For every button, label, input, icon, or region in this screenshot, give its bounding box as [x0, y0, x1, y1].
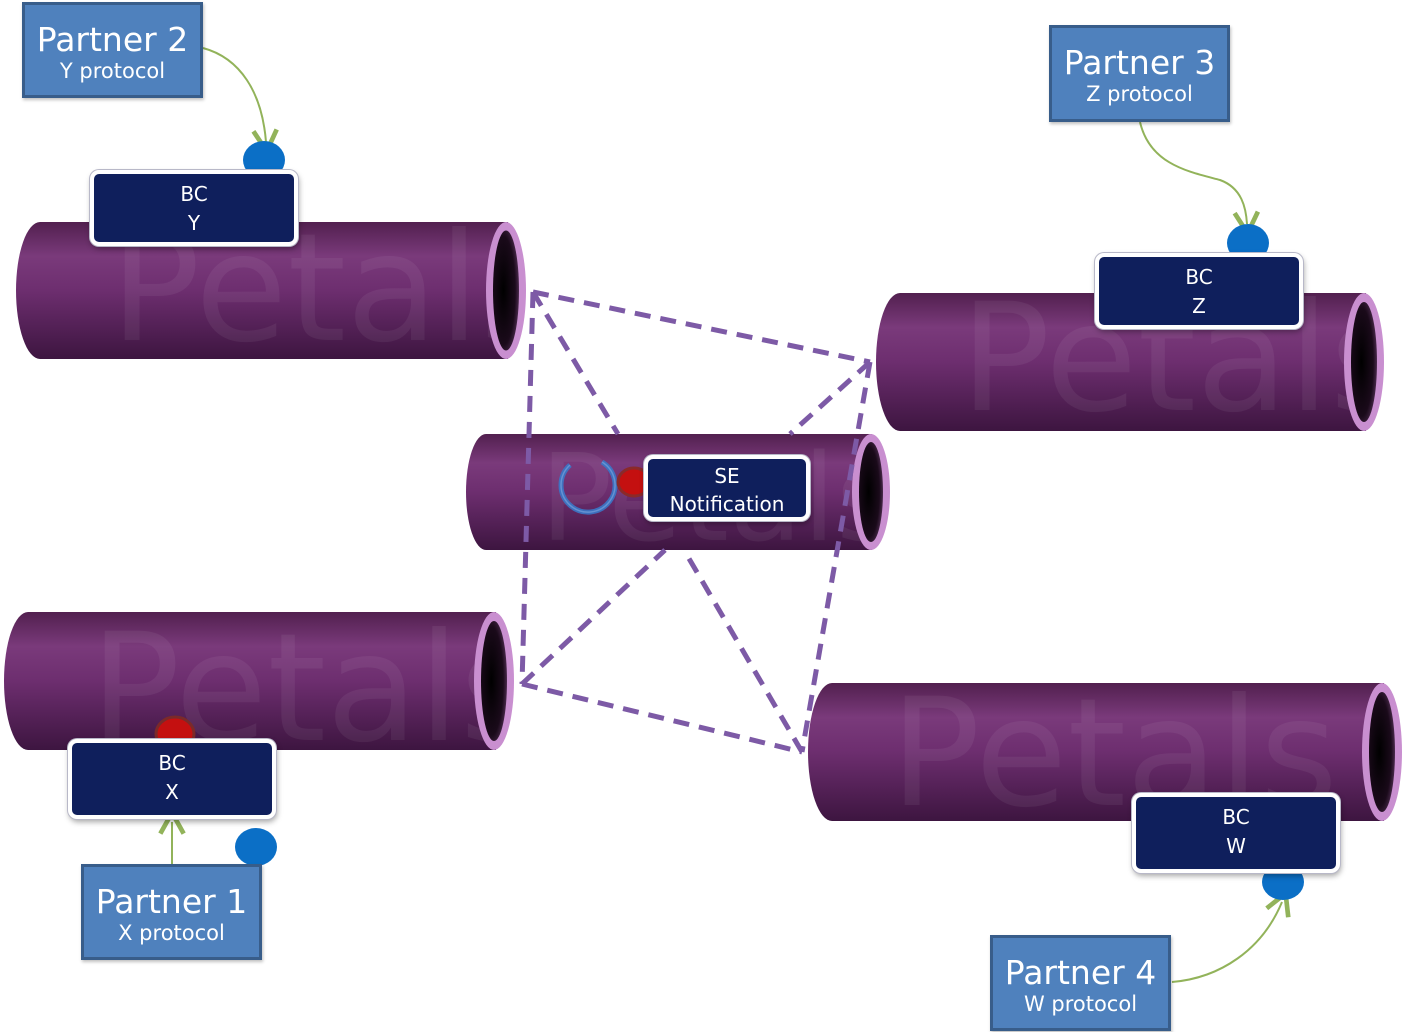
link-y-x — [519, 291, 536, 685]
bc-box-z: BC Z — [1095, 253, 1303, 329]
partner-protocol: X protocol — [118, 921, 225, 945]
link-z-w — [799, 361, 873, 753]
endpoint-dot-icon — [243, 141, 285, 179]
partner-box-4: Partner 4 W protocol — [990, 935, 1171, 1031]
partner-box-2: Partner 2 Y protocol — [22, 2, 203, 98]
partner-name: Partner 3 — [1063, 43, 1216, 82]
bc-box-x: BC X — [68, 739, 276, 819]
endpoint-dot-icon — [235, 828, 277, 866]
partner-name: Partner 4 — [1004, 953, 1157, 992]
component-name: Z — [1192, 294, 1206, 318]
partner-box-3: Partner 3 Z protocol — [1049, 25, 1230, 122]
component-type: BC — [1185, 265, 1213, 289]
component-name: W — [1226, 834, 1246, 858]
component-name: Notification — [669, 492, 785, 516]
arrow-partner4-to-bcw — [1171, 902, 1282, 983]
endpoint-dot-icon — [1262, 864, 1304, 900]
component-type: SE — [714, 464, 740, 488]
partner-protocol: Y protocol — [59, 59, 166, 83]
bus-links — [519, 289, 873, 755]
partner-name: Partner 2 — [36, 20, 189, 59]
arrow-partner3-to-bcz — [1139, 121, 1247, 224]
refresh-cycle-icon — [558, 459, 618, 515]
component-type: BC — [1222, 805, 1250, 829]
component-type: BC — [158, 751, 186, 775]
partner-protocol: W protocol — [1023, 992, 1138, 1016]
partner-protocol: Z protocol — [1086, 82, 1193, 106]
endpoint-dot-icon — [1227, 224, 1269, 262]
bc-box-y: BC Y — [90, 170, 298, 246]
link-x-se — [520, 548, 667, 686]
link-y-se — [530, 290, 621, 436]
link-x-w — [521, 681, 803, 755]
component-type: BC — [180, 182, 208, 206]
partner-box-1: Partner 1 X protocol — [81, 864, 262, 960]
component-name: X — [165, 780, 179, 804]
bus-tube-y: Petals — [16, 202, 558, 376]
partner-arrows — [172, 47, 1282, 983]
link-w-se — [681, 548, 805, 754]
bc-box-w: BC W — [1132, 793, 1340, 873]
link-y-z — [532, 289, 871, 365]
link-z-se — [788, 360, 872, 436]
partner-name: Partner 1 — [95, 882, 248, 921]
arrow-partner2-to-bcy — [202, 47, 266, 142]
component-name: Y — [187, 211, 201, 235]
se-notification-box: SE Notification — [644, 455, 810, 521]
